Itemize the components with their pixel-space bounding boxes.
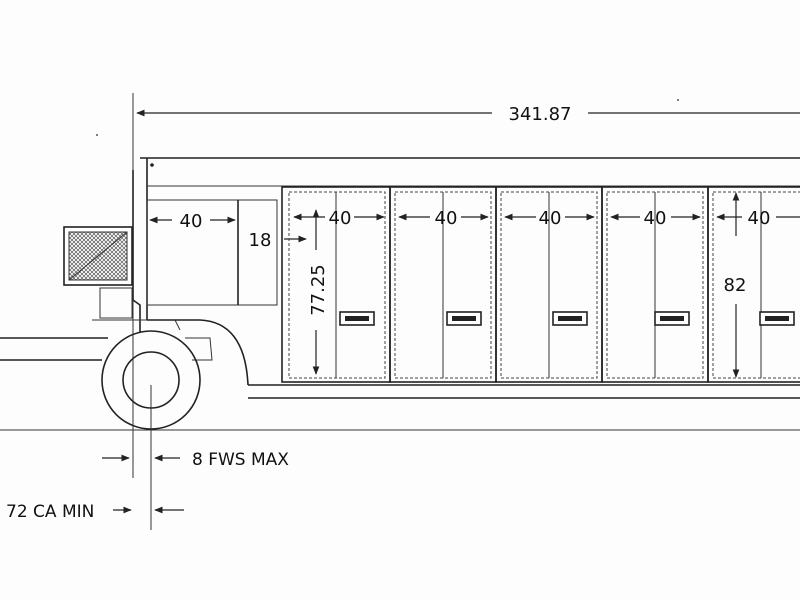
compartment-bay-1: 40 77.25 xyxy=(281,186,391,383)
compartment-bay-3: 40 xyxy=(495,186,603,383)
fws-max-label: 8 FWS MAX xyxy=(192,450,289,470)
speck xyxy=(677,99,679,101)
front-compartment-depth-label: 18 xyxy=(249,230,272,251)
ca-min-label: 72 CA MIN xyxy=(6,502,94,522)
overall-length-label: 341.87 xyxy=(509,104,572,125)
overall-length-dimension: 341.87 xyxy=(132,93,800,478)
speck xyxy=(96,134,98,136)
door-width-label: 40 xyxy=(539,208,562,229)
compartment-bay-2: 40 xyxy=(389,186,497,383)
front-compartment-width-label: 40 xyxy=(180,211,203,232)
compartment-bay-4: 40 xyxy=(601,186,709,383)
door-width-label: 40 xyxy=(644,208,667,229)
cab xyxy=(63,170,181,332)
door-width-label: 40 xyxy=(329,208,352,229)
compartment-bay-5: 40 82 xyxy=(707,186,800,383)
door-width-label: 40 xyxy=(748,208,771,229)
door-width-label: 40 xyxy=(435,208,458,229)
front-compartment: 40 18 xyxy=(146,199,307,306)
axle-dimensions: 8 FWS MAX 72 CA MIN xyxy=(6,385,289,530)
compartment-height-label: 77.25 xyxy=(308,264,329,316)
door-height-label: 82 xyxy=(724,275,747,296)
chassis-frame xyxy=(0,337,800,399)
